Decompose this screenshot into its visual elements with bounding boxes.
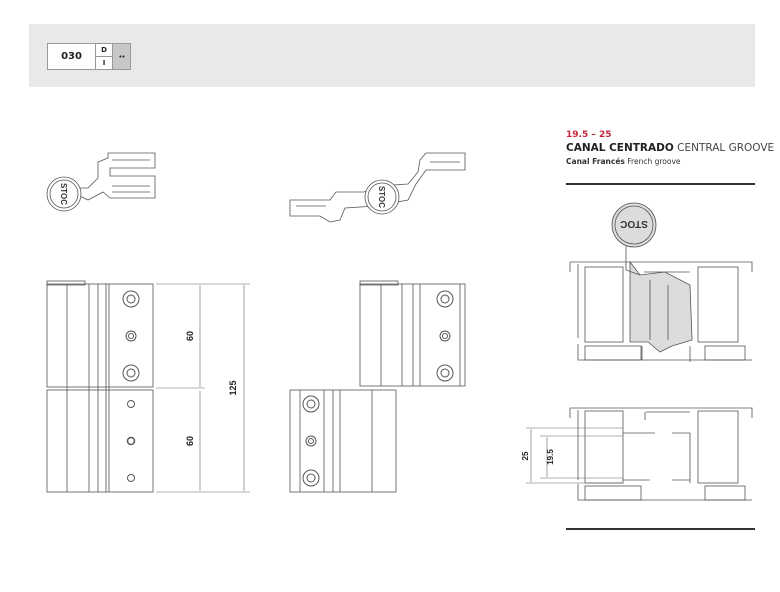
finish-marker: •• (113, 44, 130, 69)
groove-sub-es: Canal Francés (566, 157, 625, 166)
dimension-19-5: 19.5 (546, 449, 555, 465)
hand-left-label: I (102, 59, 106, 67)
spec-block: 19.5 – 25 CANAL CENTRADO CENTRAL GROOVE … (566, 130, 774, 166)
dimension-total-125: 125 (228, 380, 238, 395)
groove-title-es: CANAL CENTRADO (566, 142, 674, 154)
dimension-upper-60: 60 (185, 331, 195, 341)
divider-top (566, 183, 755, 185)
stoc-logo: STOC (377, 186, 386, 208)
hand-right-label: D (96, 44, 112, 57)
groove-subtitle: Canal Francés French groove (566, 157, 756, 166)
hinge-plan-view-left: STOC (46, 152, 156, 212)
header-band (29, 24, 755, 87)
product-code: 030 (48, 44, 96, 69)
hand-selector: D I (96, 44, 113, 69)
groove-range: 19.5 – 25 (566, 130, 612, 140)
groove-title-en: CENTRAL GROOVE (677, 142, 775, 154)
groove-title: CANAL CENTRADO CENTRAL GROOVE (566, 142, 774, 154)
dimension-25: 25 (521, 451, 530, 460)
dimension-lower-60: 60 (185, 436, 195, 446)
profile-section-with-hinge: STOC (569, 202, 753, 362)
hinge-elevation-right (289, 280, 466, 493)
divider-bottom (566, 528, 755, 530)
stoc-logo: STOC (59, 183, 68, 205)
dimension-lines: 60 60 125 (156, 283, 250, 493)
hinge-plan-view-right: STOC (289, 152, 466, 223)
hinge-elevation-left (46, 280, 154, 493)
profile-section-groove: 25 19.5 (521, 407, 753, 501)
groove-sub-en: French groove (627, 157, 681, 166)
stoc-logo: STOC (620, 218, 648, 229)
product-code-box: 030 D I •• (47, 43, 131, 70)
